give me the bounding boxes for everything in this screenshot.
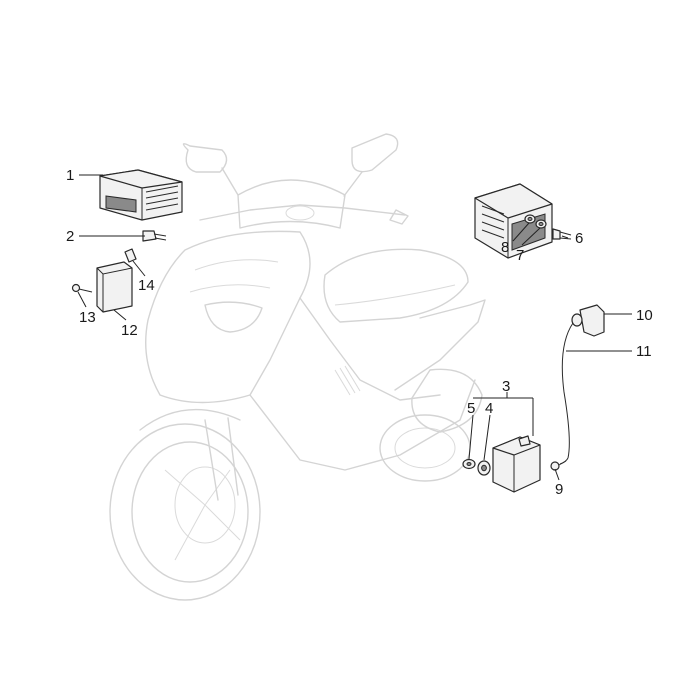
callout-8: 8 <box>501 239 509 256</box>
voltage-regulator-part <box>99 169 183 221</box>
screw-part-6 <box>552 228 572 240</box>
callout-11: 11 <box>636 343 652 360</box>
callout-6: 6 <box>575 230 583 247</box>
callout-7: 7 <box>516 247 524 264</box>
screw-part-2 <box>142 230 167 242</box>
callout-3: 3 <box>502 378 510 395</box>
leader-lines <box>77 174 632 481</box>
relay-part <box>96 261 133 313</box>
washer-part-7 <box>535 219 547 229</box>
cdi-unit-part <box>474 183 553 259</box>
clip-part-14 <box>124 248 137 263</box>
callout-labels: 1 2 3 4 5 6 7 8 9 10 11 12 13 14 <box>66 167 653 498</box>
spark-plug-cap-part <box>571 304 605 337</box>
scooter-outline <box>109 133 486 601</box>
callout-4: 4 <box>485 400 493 417</box>
callout-1: 1 <box>66 167 74 184</box>
callout-14: 14 <box>138 277 155 294</box>
callout-12: 12 <box>121 322 138 339</box>
ht-lead-part <box>559 322 574 465</box>
terminal-part-9 <box>550 460 567 471</box>
screw-part-13 <box>71 283 93 293</box>
callout-5: 5 <box>467 400 475 417</box>
callout-9: 9 <box>555 481 563 498</box>
callout-2: 2 <box>66 228 74 245</box>
washer-part-5 <box>462 458 476 470</box>
callout-10: 10 <box>636 307 653 324</box>
washer-part-8 <box>524 214 536 224</box>
spacer-part-4 <box>477 460 491 476</box>
ignition-coil-part <box>492 435 541 493</box>
callout-13: 13 <box>79 309 96 326</box>
